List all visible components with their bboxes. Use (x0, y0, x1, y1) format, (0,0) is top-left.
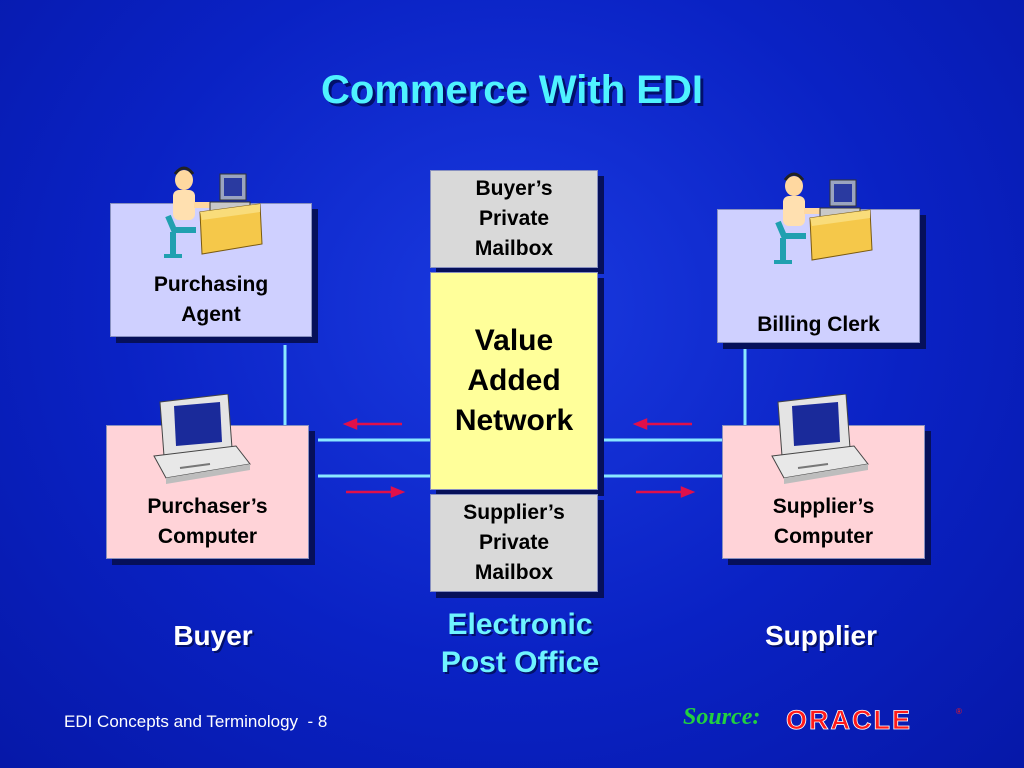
svg-text:®: ® (956, 707, 962, 716)
slide-title: Commerce With EDI (321, 68, 703, 112)
buyer-caption: Buyer (173, 620, 253, 651)
purchasing-agent-icon (164, 166, 263, 258)
billing-clerk-icon (774, 172, 873, 264)
buyer-mailbox-label: Buyer’s Private Mailbox (474, 177, 554, 260)
footer-text: EDI Concepts and Terminology - 8 (64, 712, 328, 731)
supplier-mailbox-label: Supplier’s Private Mailbox (463, 501, 565, 584)
value-added-network-box: Value Added Network (430, 272, 598, 490)
supplier-mailbox-box: Supplier’s Private Mailbox (430, 494, 598, 592)
oracle-logo-icon: ORACLE ® (786, 705, 962, 734)
svg-text:ORACLE: ORACLE (786, 705, 912, 734)
source-label: Source: (683, 704, 761, 730)
supplier-computer-icon (771, 394, 869, 484)
supplier-caption: Supplier (764, 620, 877, 651)
billing-clerk-box: Billing Clerk (717, 209, 920, 343)
post-office-caption: Electronic Post Office (440, 608, 600, 679)
purchaser-computer-icon (153, 394, 251, 484)
purchaser-computer-label: Purchaser’s Computer (147, 495, 268, 548)
purchasing-agent-label: Purchasing Agent (153, 273, 269, 326)
buyer-mailbox-box: Buyer’s Private Mailbox (430, 170, 598, 268)
supplier-computer-label: Supplier’s Computer (772, 495, 875, 548)
billing-clerk-label: Billing Clerk (757, 313, 880, 336)
value-added-network-label: Value Added Network (454, 324, 574, 437)
